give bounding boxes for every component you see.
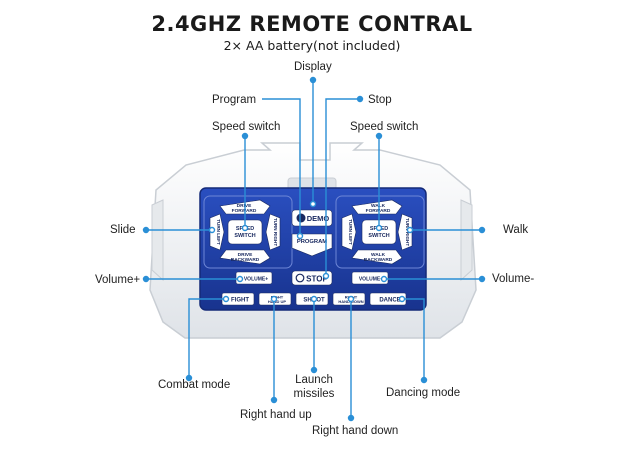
svg-text:SWITCH: SWITCH (368, 233, 389, 239)
stop-icon (295, 273, 305, 283)
label-combat-mode: Combat mode (158, 379, 231, 391)
page-title: 2.4GHZ REMOTE CONTRAL (151, 12, 473, 36)
svg-text:FORWARD: FORWARD (232, 208, 257, 214)
svg-text:TURN RIGHT: TURN RIGHT (273, 218, 278, 247)
svg-text:DRIVE: DRIVE (238, 252, 253, 258)
label-launch-missiles: Launch missiles (288, 373, 340, 401)
svg-text:BACKWARD: BACKWARD (231, 257, 260, 263)
walk-turn-right-button[interactable]: TURN RIGHT (397, 213, 413, 251)
label-volume-minus: Volume- (492, 273, 535, 285)
svg-text:FIGHT: FIGHT (231, 298, 249, 304)
drive-backward-button[interactable]: DRIVE BACKWARD (219, 249, 271, 265)
turn-left-button[interactable]: TURN LEFT (209, 213, 225, 251)
svg-text:RIGHT: RIGHT (271, 295, 284, 300)
callout-lines (142, 76, 486, 422)
label-dancing-mode: Dancing mode (386, 387, 461, 399)
svg-text:HAND UP: HAND UP (268, 299, 287, 304)
svg-text:BACKWARD: BACKWARD (364, 257, 393, 263)
svg-text:STOP: STOP (306, 275, 328, 284)
svg-text:TURN LEFT: TURN LEFT (348, 219, 353, 245)
label-display: Display (294, 61, 332, 73)
walk-forward-button[interactable]: WALK FORWARD (351, 199, 403, 215)
label-stop: Stop (368, 94, 392, 106)
demo-icon (296, 213, 306, 223)
label-volume-plus: Volume+ (95, 274, 141, 286)
svg-text:DANCE: DANCE (379, 298, 400, 304)
svg-text:VOLUME−: VOLUME− (359, 277, 383, 283)
turn-right-button[interactable]: TURN RIGHT (265, 213, 281, 251)
svg-text:TURN RIGHT: TURN RIGHT (405, 218, 410, 247)
svg-text:TURN LEFT: TURN LEFT (216, 219, 221, 245)
label-launch-line-2: missiles (293, 388, 335, 400)
label-right-hand-up: Right hand up (240, 409, 312, 421)
svg-text:SWITCH: SWITCH (234, 233, 255, 239)
walk-turn-left-button[interactable]: TURN LEFT (341, 213, 357, 251)
walk-backward-button[interactable]: WALK BACKWARD (351, 249, 403, 265)
svg-text:PROGRAM: PROGRAM (297, 239, 327, 245)
label-launch-line-1: Launch (295, 374, 333, 386)
svg-text:WALK: WALK (371, 252, 386, 258)
svg-text:FORWARD: FORWARD (366, 208, 391, 214)
volume-plus-button[interactable]: VOLUME+ (235, 271, 273, 285)
label-speed-switch-left: Speed switch (212, 121, 281, 133)
svg-text:DEMO: DEMO (307, 214, 330, 223)
demo-button[interactable]: DEMO (291, 209, 333, 227)
page-subtitle: 2× AA battery(not included) (223, 38, 401, 53)
label-speed-switch-right: Speed switch (350, 121, 419, 133)
stop-button[interactable]: STOP (291, 270, 333, 286)
svg-text:VOLUME+: VOLUME+ (244, 277, 268, 283)
label-right-hand-down: Right hand down (312, 425, 399, 437)
label-program: Program (212, 94, 257, 106)
label-slide: Slide (110, 224, 136, 236)
label-walk: Walk (503, 224, 529, 236)
volume-minus-button[interactable]: VOLUME− (351, 271, 389, 285)
svg-text:WALK: WALK (371, 203, 386, 209)
